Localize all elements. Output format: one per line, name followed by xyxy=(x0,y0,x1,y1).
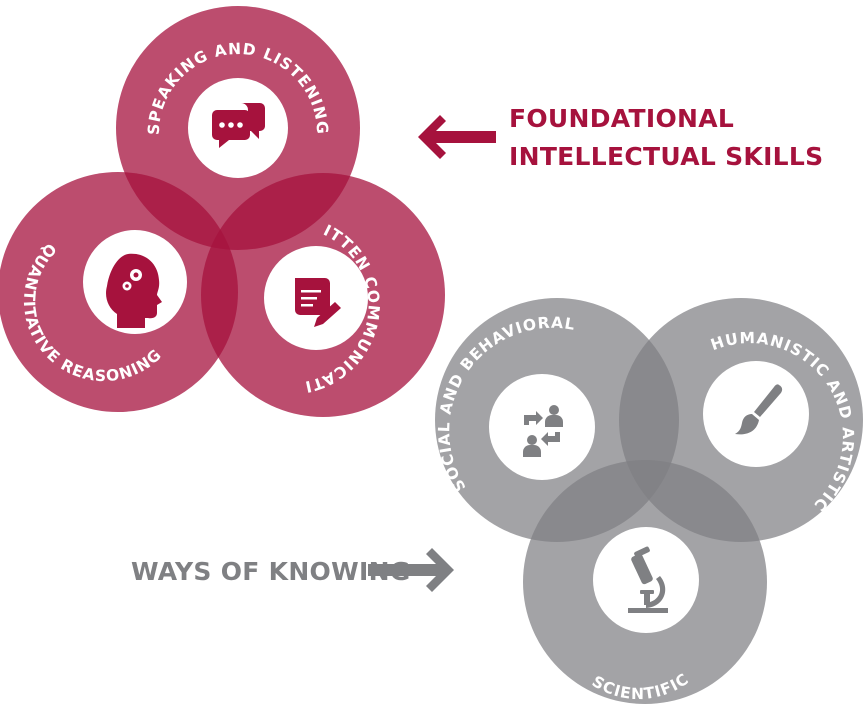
foundational-venn: SPEAKING AND LISTENING QUANTITATIVE REAS… xyxy=(0,0,445,417)
microscope-icon xyxy=(628,546,668,613)
book-pen-icon xyxy=(295,278,341,327)
head-gears-icon xyxy=(106,253,162,328)
ways-of-knowing-heading: WAYS OF KNOWING xyxy=(131,557,411,586)
social-icon-bg xyxy=(489,374,595,480)
left-arrow-icon xyxy=(418,115,496,159)
foundational-heading-line2: INTELLECTUAL SKILLS xyxy=(509,142,823,171)
speech-bubbles-icon xyxy=(212,103,265,148)
right-arrow-icon xyxy=(368,548,454,592)
paintbrush-icon xyxy=(735,384,783,435)
people-exchange-icon xyxy=(523,405,563,457)
knowing-venn: SOCIAL AND BEHAVIORAL HUMANISTIC AND ART… xyxy=(435,298,863,704)
foundational-heading-line1: FOUNDATIONAL xyxy=(509,104,734,133)
humanistic-icon-bg xyxy=(703,361,809,467)
